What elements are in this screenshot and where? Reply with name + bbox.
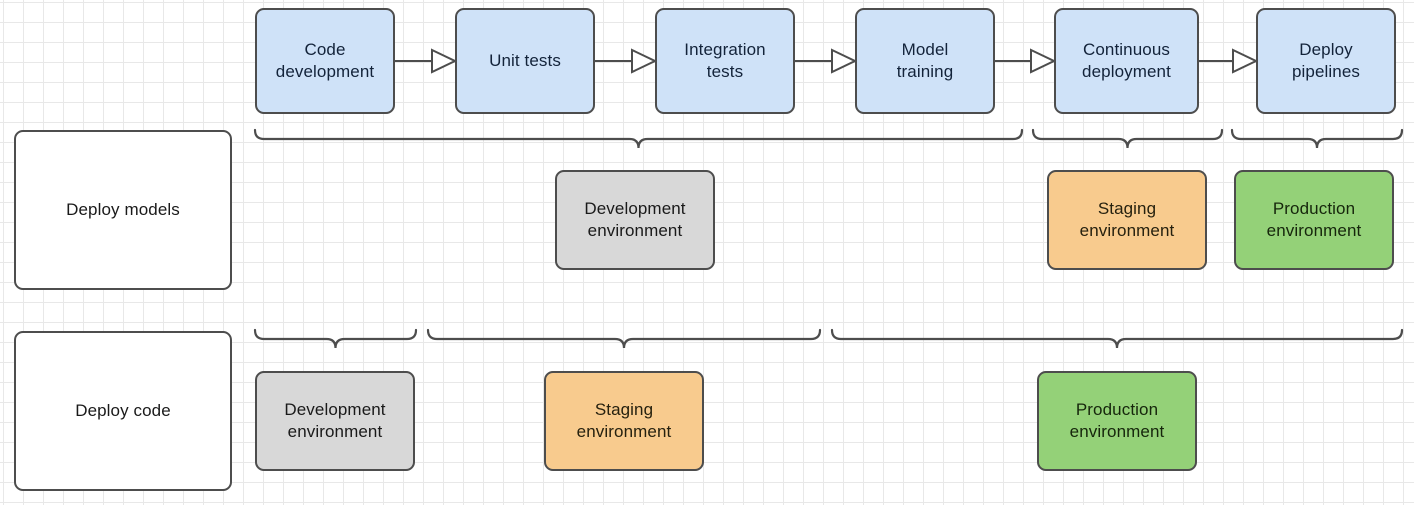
environment-deploy-code-development-environment[interactable]: Development environment bbox=[255, 371, 415, 471]
pipeline-step-model-training[interactable]: Model training bbox=[855, 8, 995, 114]
row-label-deploy-models[interactable]: Deploy models bbox=[14, 130, 232, 290]
curly-brace-deploy-code-2 bbox=[422, 328, 826, 350]
arrow-connector-4 bbox=[995, 48, 1054, 74]
curly-brace-deploy-models-1 bbox=[249, 128, 1028, 150]
curly-brace-deploy-code-1 bbox=[249, 328, 422, 350]
curly-brace-deploy-models-2 bbox=[1027, 128, 1228, 150]
pipeline-step-integration-tests[interactable]: Integration tests bbox=[655, 8, 795, 114]
curly-brace-deploy-models-3 bbox=[1226, 128, 1408, 150]
environment-deploy-models-staging-environment[interactable]: Staging environment bbox=[1047, 170, 1207, 270]
environment-deploy-code-staging-environment[interactable]: Staging environment bbox=[544, 371, 704, 471]
curly-brace-deploy-code-3 bbox=[826, 328, 1408, 350]
pipeline-step-continuous-deployment[interactable]: Continuous deployment bbox=[1054, 8, 1199, 114]
arrow-connector-5 bbox=[1199, 48, 1256, 74]
pipeline-step-deploy-pipelines[interactable]: Deploy pipelines bbox=[1256, 8, 1396, 114]
pipeline-step-code-development[interactable]: Code development bbox=[255, 8, 395, 114]
environment-deploy-code-production-environment[interactable]: Production environment bbox=[1037, 371, 1197, 471]
arrow-connector-2 bbox=[595, 48, 655, 74]
arrow-connector-3 bbox=[795, 48, 855, 74]
row-label-deploy-code[interactable]: Deploy code bbox=[14, 331, 232, 491]
arrow-connector-1 bbox=[395, 48, 455, 74]
environment-deploy-models-production-environment[interactable]: Production environment bbox=[1234, 170, 1394, 270]
pipeline-step-unit-tests[interactable]: Unit tests bbox=[455, 8, 595, 114]
environment-deploy-models-development-environment[interactable]: Development environment bbox=[555, 170, 715, 270]
